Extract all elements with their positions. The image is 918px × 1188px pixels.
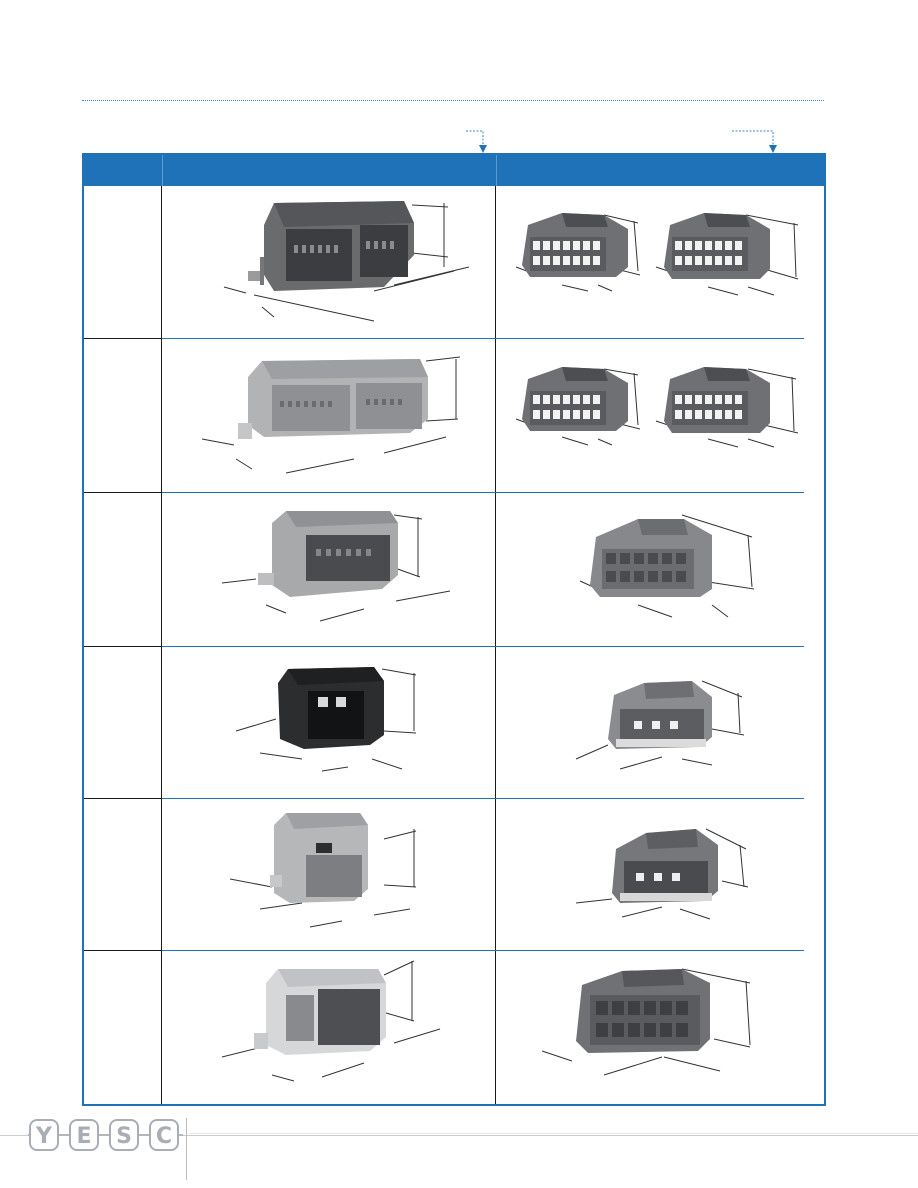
receptacle-image <box>652 203 802 303</box>
svg-text:C: C <box>156 1124 172 1149</box>
receptacle-image <box>512 203 647 303</box>
row-separator <box>162 798 804 799</box>
header-connector-image <box>224 659 434 779</box>
header-cell-receptacle <box>496 155 827 186</box>
footer-rule <box>190 1133 918 1134</box>
row-separator <box>84 798 162 799</box>
row-separator <box>84 338 162 339</box>
svg-text:E: E <box>76 1124 91 1149</box>
row-separator <box>84 646 162 647</box>
header-connector-image <box>224 811 434 931</box>
column-divider <box>161 186 162 1104</box>
header-column-pointer-arrow <box>464 128 488 154</box>
column-divider <box>495 186 496 1104</box>
receptacle-column-pointer-arrow <box>730 128 782 154</box>
receptacle-image <box>572 669 772 779</box>
top-dotted-rule <box>82 100 824 101</box>
table-header-row <box>84 155 824 186</box>
row-separator <box>84 492 162 493</box>
row-separator <box>162 492 804 493</box>
header-connector-image <box>214 505 464 635</box>
header-connector-image <box>196 351 476 481</box>
header-connector-image <box>214 195 484 325</box>
receptacle-image <box>652 359 802 459</box>
row-separator <box>162 338 804 339</box>
footer-rule <box>0 1135 918 1136</box>
footer-divider <box>186 1118 187 1180</box>
header-cell-header-connector <box>162 155 497 186</box>
row-separator <box>162 950 804 951</box>
header-connector-image <box>214 955 454 1085</box>
connector-catalog-table <box>82 153 826 1106</box>
receptacle-image <box>572 505 772 635</box>
receptacle-image <box>572 815 772 935</box>
receptacle-image <box>512 359 647 459</box>
svg-text:S: S <box>116 1124 132 1149</box>
svg-text:Y: Y <box>35 1124 53 1149</box>
row-separator <box>162 646 804 647</box>
row-separator <box>84 950 162 951</box>
header-cell-code <box>84 155 162 186</box>
receptacle-image <box>532 959 772 1089</box>
